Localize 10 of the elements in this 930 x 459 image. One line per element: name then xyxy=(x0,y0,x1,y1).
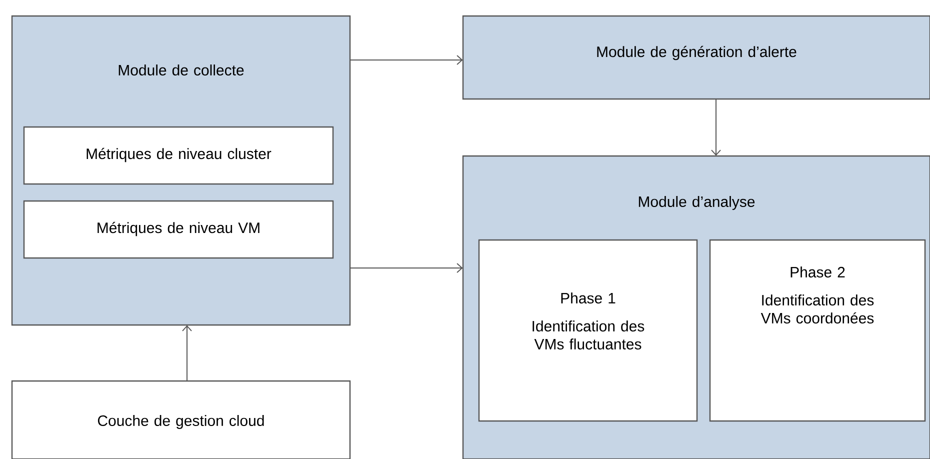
arrow xyxy=(350,55,463,65)
phase-box: Phase 1 Identification des VMs fluctuantes xyxy=(478,239,698,422)
metric-box: Métriques de niveau cluster xyxy=(23,126,334,185)
arrow xyxy=(350,263,463,273)
arrow xyxy=(182,325,192,382)
metric-box: Métriques de niveau VM xyxy=(23,200,334,259)
arrow xyxy=(711,98,721,156)
layer-box: Couche de gestion cloud xyxy=(11,380,351,459)
phase-box: Phase 2 Identification des VMs coordonées xyxy=(709,239,926,422)
module-box: Module de génération d’alerte xyxy=(462,15,930,100)
